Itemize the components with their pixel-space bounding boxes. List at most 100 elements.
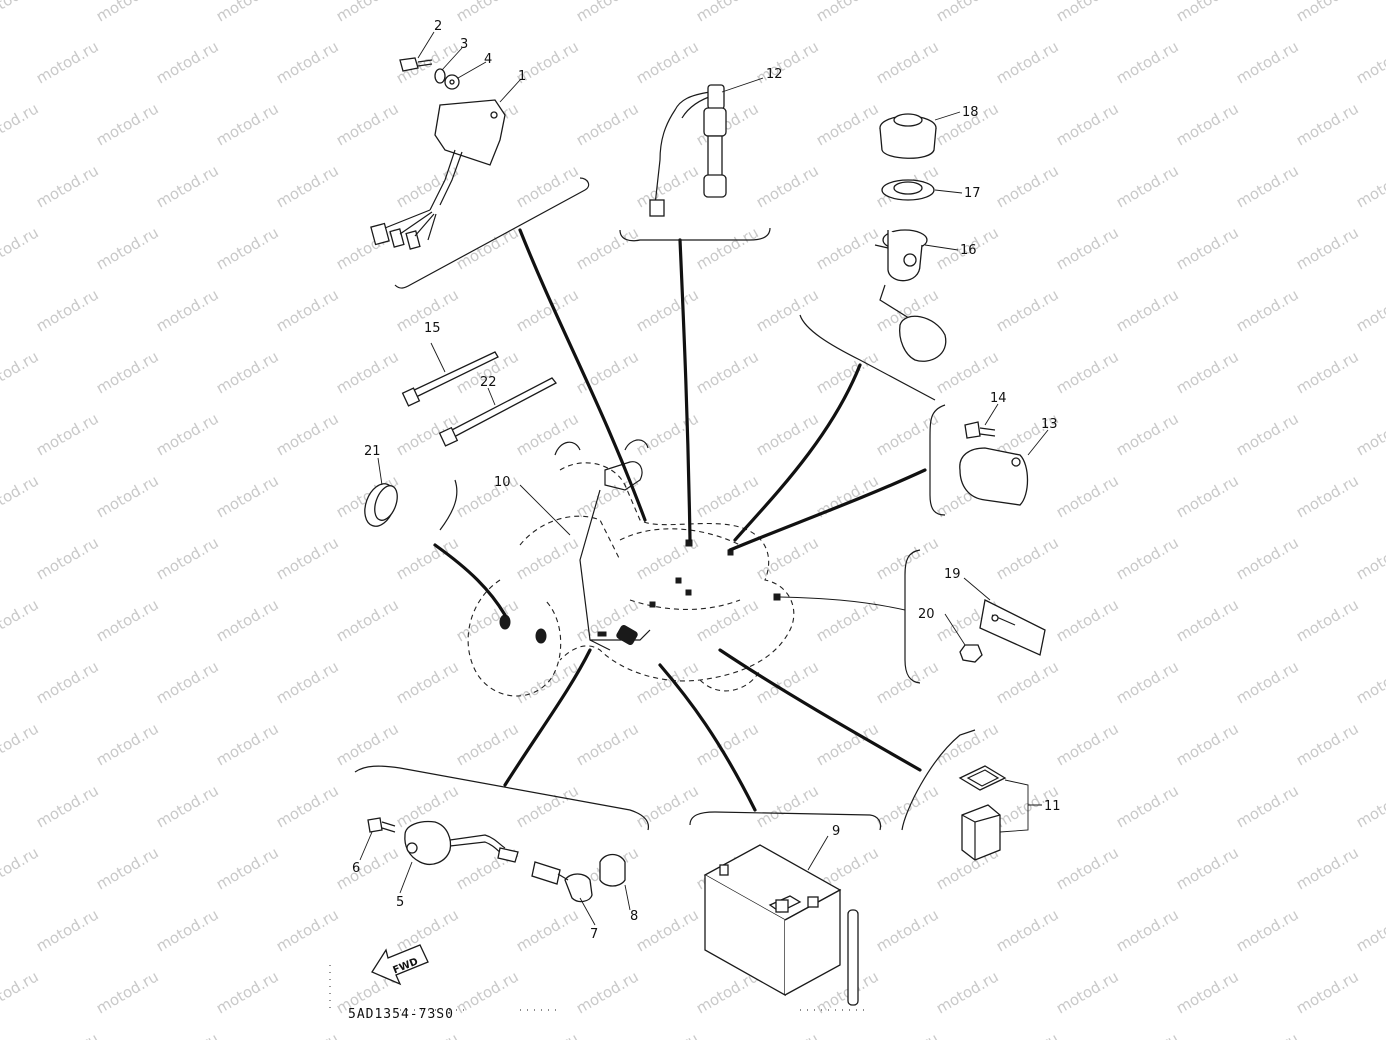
part-bolt-2[interactable] [399,57,433,72]
watermark-text: motod.ru [1053,719,1122,769]
watermark-text: motod.ru [693,0,762,25]
watermark-text: motod.ru [213,967,282,1017]
watermark-text: motod.ru [513,161,582,211]
watermark-text: motod.ru [273,533,342,583]
watermark-text: motod.ru [1173,595,1242,645]
watermark-text: motod.ru [753,37,822,87]
watermark-text: motod.ru [1293,719,1362,769]
watermark-text: motod.ru [33,285,102,335]
watermark-text: motod.ru [273,37,342,87]
watermark-text: motod.ru [213,347,282,397]
watermark-text: motod.ru [0,471,42,521]
watermark-text: motod.ru [873,1029,942,1040]
part-ring-17[interactable] [881,179,935,201]
watermark-text: motod.ru [753,781,822,831]
watermark-text: motod.ru [453,595,522,645]
watermark-text: motod.ru [873,37,942,87]
watermark-text: motod.ru [1353,781,1386,831]
watermark-text: motod.ru [0,595,42,645]
callout-2: 2 [434,19,442,34]
watermark-text: motod.ru [153,657,222,707]
part-cap-21[interactable] [359,480,401,531]
part-cdi-unit[interactable] [370,99,506,250]
watermark-text: motod.ru [1173,99,1242,149]
watermark-text: motod.ru [633,161,702,211]
watermark-text: motod.ru [1293,471,1362,521]
watermark-text: motod.ru [693,223,762,273]
watermark-text: motod.ru [1233,409,1302,459]
watermark-text: motod.ru [1113,533,1182,583]
watermark-text: motod.ru [1353,533,1386,583]
part-gasket-18[interactable] [879,113,937,159]
watermark-text: motod.ru [333,99,402,149]
watermark-text: motod.ru [753,657,822,707]
callout-numbers: 2 3 4 1 12 18 17 16 14 13 19 20 15 22 21… [352,19,1061,942]
callout-21: 21 [364,444,381,459]
part-bolt-14[interactable] [964,421,996,439]
watermark-text: motod.ru [1173,967,1242,1017]
watermark-text: motod.ru [1113,905,1182,955]
watermark-text: motod.ru [633,781,702,831]
watermark-text: motod.ru [333,0,402,25]
part-sensor-12[interactable] [649,84,727,217]
watermark-text: motod.ru [693,99,762,149]
watermark-text: motod.ru [33,657,102,707]
part-battery-9[interactable] [703,844,859,1006]
watermark-text: motod.ru [1353,657,1386,707]
part-rectifier-19[interactable] [979,599,1046,656]
watermark-text: motod.ru [393,1029,462,1040]
watermark-text: motod.ru [1173,719,1242,769]
watermark-text: motod.ru [633,37,702,87]
callout-6: 6 [352,861,360,876]
watermark-text: motod.ru [453,223,522,273]
watermark-text: motod.ru [333,595,402,645]
watermark-text: motod.ru [1353,37,1386,87]
watermark-text: motod.ru [153,161,222,211]
watermark-text: motod.ru [1293,0,1362,25]
part-fuse-11[interactable] [961,804,1001,861]
watermark-text: motod.ru [1293,347,1362,397]
part-cable-tie-15[interactable] [401,351,499,407]
watermark-text: motod.ru [1173,347,1242,397]
watermark-text: motod.ru [993,1029,1062,1040]
watermark-text: motod.ru [33,37,102,87]
watermark-text: motod.ru [813,967,882,1017]
watermark-text: motod.ru [993,37,1062,87]
part-washer-4[interactable] [444,74,460,90]
watermark-text: motod.ru [33,161,102,211]
watermark-text: motod.ru [573,719,642,769]
callout-13: 13 [1041,417,1058,432]
part-sleeve-8[interactable] [599,853,626,887]
part-ignition-coil-5[interactable] [404,820,519,865]
watermark-text: motod.ru [993,657,1062,707]
watermark-text: motod.ru [813,223,882,273]
watermark-text: motod.ru [1233,781,1302,831]
watermark-text: motod.ru [1053,471,1122,521]
watermark-text: motod.ru [0,967,42,1017]
watermark-text: motod.ru [1233,1029,1302,1040]
watermark-text: motod.ru [1293,223,1362,273]
watermark-text: motod.ru [153,37,222,87]
watermark-text: motod.ru [1233,285,1302,335]
watermark-text: motod.ru [0,0,42,25]
watermark-text: motod.ru [213,0,282,25]
part-nut-20[interactable] [959,644,983,663]
part-fuse-holder-11[interactable] [958,765,1007,791]
part-plug-cap-7[interactable] [531,861,593,903]
part-relay-13[interactable] [959,447,1029,506]
watermark-text: motod.ru [513,781,582,831]
callout-8: 8 [630,909,638,924]
part-washer-3[interactable] [434,68,446,84]
watermark-text: motod.ru [1053,843,1122,893]
watermark-text: motod.ru [933,347,1002,397]
watermark-text: motod.ru [873,781,942,831]
part-bolt-6[interactable] [367,817,396,833]
part-fuel-sender-16[interactable] [874,229,947,362]
watermark-text: motod.ru [1053,99,1122,149]
part-cable-tie-22[interactable] [438,377,557,447]
watermark-text: motod.ru [0,99,42,149]
watermark-text: motod.ru [1353,905,1386,955]
watermark-text: motod.ru [273,905,342,955]
watermark-text: motod.ru [0,843,42,893]
